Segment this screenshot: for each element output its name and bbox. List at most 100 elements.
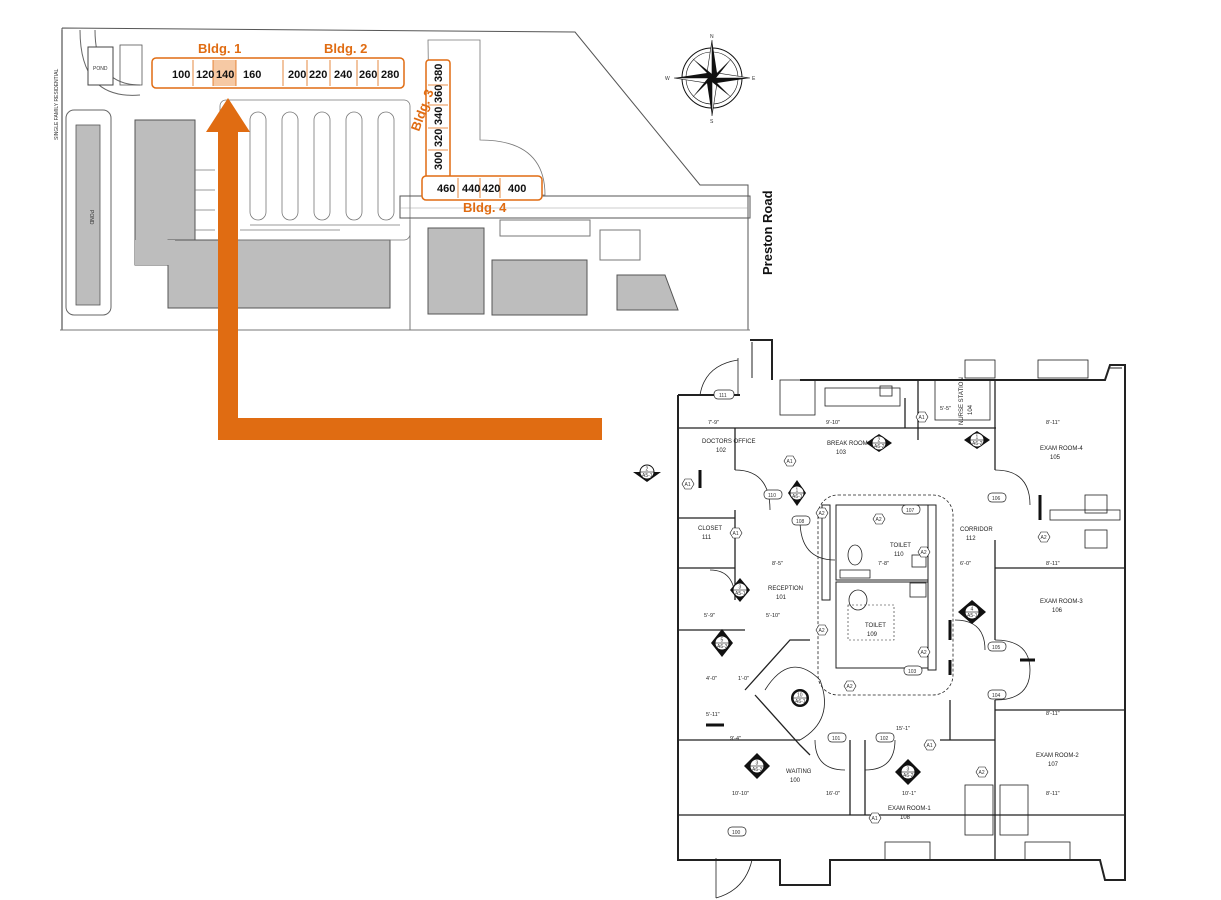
parking-area xyxy=(195,99,411,241)
room-name: WAITING xyxy=(786,769,812,775)
compass-s: S xyxy=(710,119,714,125)
room-name: EXAM ROOM-3 xyxy=(1040,599,1083,605)
suite-120: 120 xyxy=(196,69,214,81)
access-road xyxy=(399,195,751,219)
room-name: EXAM ROOM-2 xyxy=(1036,753,1079,759)
marker-a2: A2 xyxy=(819,628,825,634)
suite-320: 320 xyxy=(433,129,445,147)
marker-a2: A2 xyxy=(979,770,985,776)
marker-a1: A1 xyxy=(685,482,691,488)
compass-w: W xyxy=(665,76,670,82)
dimension: 7'-9" xyxy=(708,420,719,426)
section-tag-bottom: A5-1 xyxy=(642,473,653,479)
door-tag: 106 xyxy=(992,496,1001,502)
section-tag-bottom: A6-2 xyxy=(903,773,914,779)
dimension: 15'-1" xyxy=(896,726,910,732)
section-tag-top: 4 xyxy=(971,607,974,613)
marker-a1: A1 xyxy=(919,415,925,421)
compass-n: N xyxy=(710,34,714,40)
compass-rose-icon: N S E W xyxy=(665,34,756,125)
section-tag-top: 2 xyxy=(646,467,649,473)
large-pond-label: POND xyxy=(88,210,94,225)
suite-420: 420 xyxy=(482,183,500,195)
room-number: 107 xyxy=(1048,762,1059,768)
section-tag-bottom: A5-1 xyxy=(735,591,746,597)
road-label: Preston Road xyxy=(760,190,775,275)
door-tag: 101 xyxy=(832,736,841,742)
room-number: 105 xyxy=(1050,455,1061,461)
door-tag: 110 xyxy=(768,493,776,499)
suite-340: 340 xyxy=(433,107,445,125)
dimension: 1'-0" xyxy=(738,676,749,682)
dimension: 10'-10" xyxy=(732,791,749,797)
marker-a1: A1 xyxy=(787,459,793,465)
marker-a1: A1 xyxy=(872,816,878,822)
existing-building-b xyxy=(491,259,588,316)
dimension: 5'-11" xyxy=(706,712,720,718)
marker-a2: A2 xyxy=(847,684,853,690)
door-tag: 102 xyxy=(880,736,889,742)
large-pond xyxy=(75,124,101,306)
suite-200: 200 xyxy=(288,69,306,81)
residential-label: SINGLE FAMILY RESIDENTIAL xyxy=(54,69,60,140)
dimension-labels: 7'-9" 9'-10" 5'-5" 8'-11" 8'-5" 7'-8" 6'… xyxy=(704,406,1060,797)
room-number: 103 xyxy=(836,450,847,456)
dimension: 4'-0" xyxy=(706,676,717,682)
section-tag-top: 5 xyxy=(721,638,724,644)
section-tag-top: 3 xyxy=(907,767,910,773)
door-tag: 111 xyxy=(719,393,727,399)
dimension: 8'-11" xyxy=(1046,561,1060,567)
section-tag-bottom: A6-2 xyxy=(972,441,983,447)
room-number: 102 xyxy=(716,448,727,454)
dimension: 16'-0" xyxy=(826,791,840,797)
dimension: 8'-5" xyxy=(772,561,783,567)
bldg-4-outline xyxy=(421,175,543,201)
site-plan: SINGLE FAMILY RESIDENTIAL POND POND xyxy=(54,27,775,331)
suite-220: 220 xyxy=(309,69,327,81)
room-number: 111 xyxy=(702,535,712,541)
door-tags xyxy=(713,389,1007,837)
suite-260: 260 xyxy=(359,69,377,81)
room-number: 110 xyxy=(894,552,904,558)
room-number: 109 xyxy=(867,632,878,638)
suite-300: 300 xyxy=(433,152,445,170)
section-tag-bottom: A6-2 xyxy=(874,444,885,450)
room-name: EXAM ROOM-1 xyxy=(888,806,931,812)
room-name: EXAM ROOM-4 xyxy=(1040,446,1083,452)
dimension: 8'-11" xyxy=(1046,711,1060,717)
highlighted-suite xyxy=(213,60,236,86)
room-labels: DOCTORS OFFICE 102 BREAK ROOM 103 NURSE … xyxy=(698,377,1083,821)
room-name: CORRIDOR xyxy=(960,527,993,533)
suite-440: 440 xyxy=(462,183,480,195)
dimension: 6'-0" xyxy=(960,561,971,567)
section-tag-top: 2 xyxy=(878,438,881,444)
marker-a2: A2 xyxy=(921,650,927,656)
room-number: 108 xyxy=(900,815,911,821)
bldg-4-label: Bldg. 4 xyxy=(463,200,507,215)
bldg-1-label: Bldg. 1 xyxy=(198,41,241,56)
door-tag: 103 xyxy=(908,669,917,675)
room-name: TOILET xyxy=(890,543,911,549)
room-number: 101 xyxy=(776,595,787,601)
door-tag: 100 xyxy=(732,830,741,836)
dimension: 5'-10" xyxy=(766,613,780,619)
door-tag-labels: 111 110 108 107 106 105 104 103 101 102 … xyxy=(719,393,1001,836)
section-tag-top: 3 xyxy=(739,585,742,591)
dimension: 8'-11" xyxy=(1046,420,1060,426)
dimension: 8'-11" xyxy=(1046,791,1060,797)
dimension: 5'-9" xyxy=(704,613,715,619)
bldg-2-label: Bldg. 2 xyxy=(324,41,367,56)
small-pond xyxy=(87,46,114,86)
compass-e: E xyxy=(752,76,756,82)
dimension: 10'-1" xyxy=(902,791,916,797)
section-tag-top: 3 xyxy=(756,761,759,767)
room-number: 104 xyxy=(968,404,974,415)
room-name: BREAK ROOM xyxy=(827,441,868,447)
existing-building-a xyxy=(427,227,485,315)
section-tags: 2 A5-1 1 A6-1 2 A6-2 1 A6-2 xyxy=(633,431,990,785)
toilet-core xyxy=(817,494,954,696)
dimension: 5'-5" xyxy=(940,406,951,412)
section-tag-bottom: A6-1 xyxy=(795,699,806,705)
suite-380: 380 xyxy=(433,64,445,82)
